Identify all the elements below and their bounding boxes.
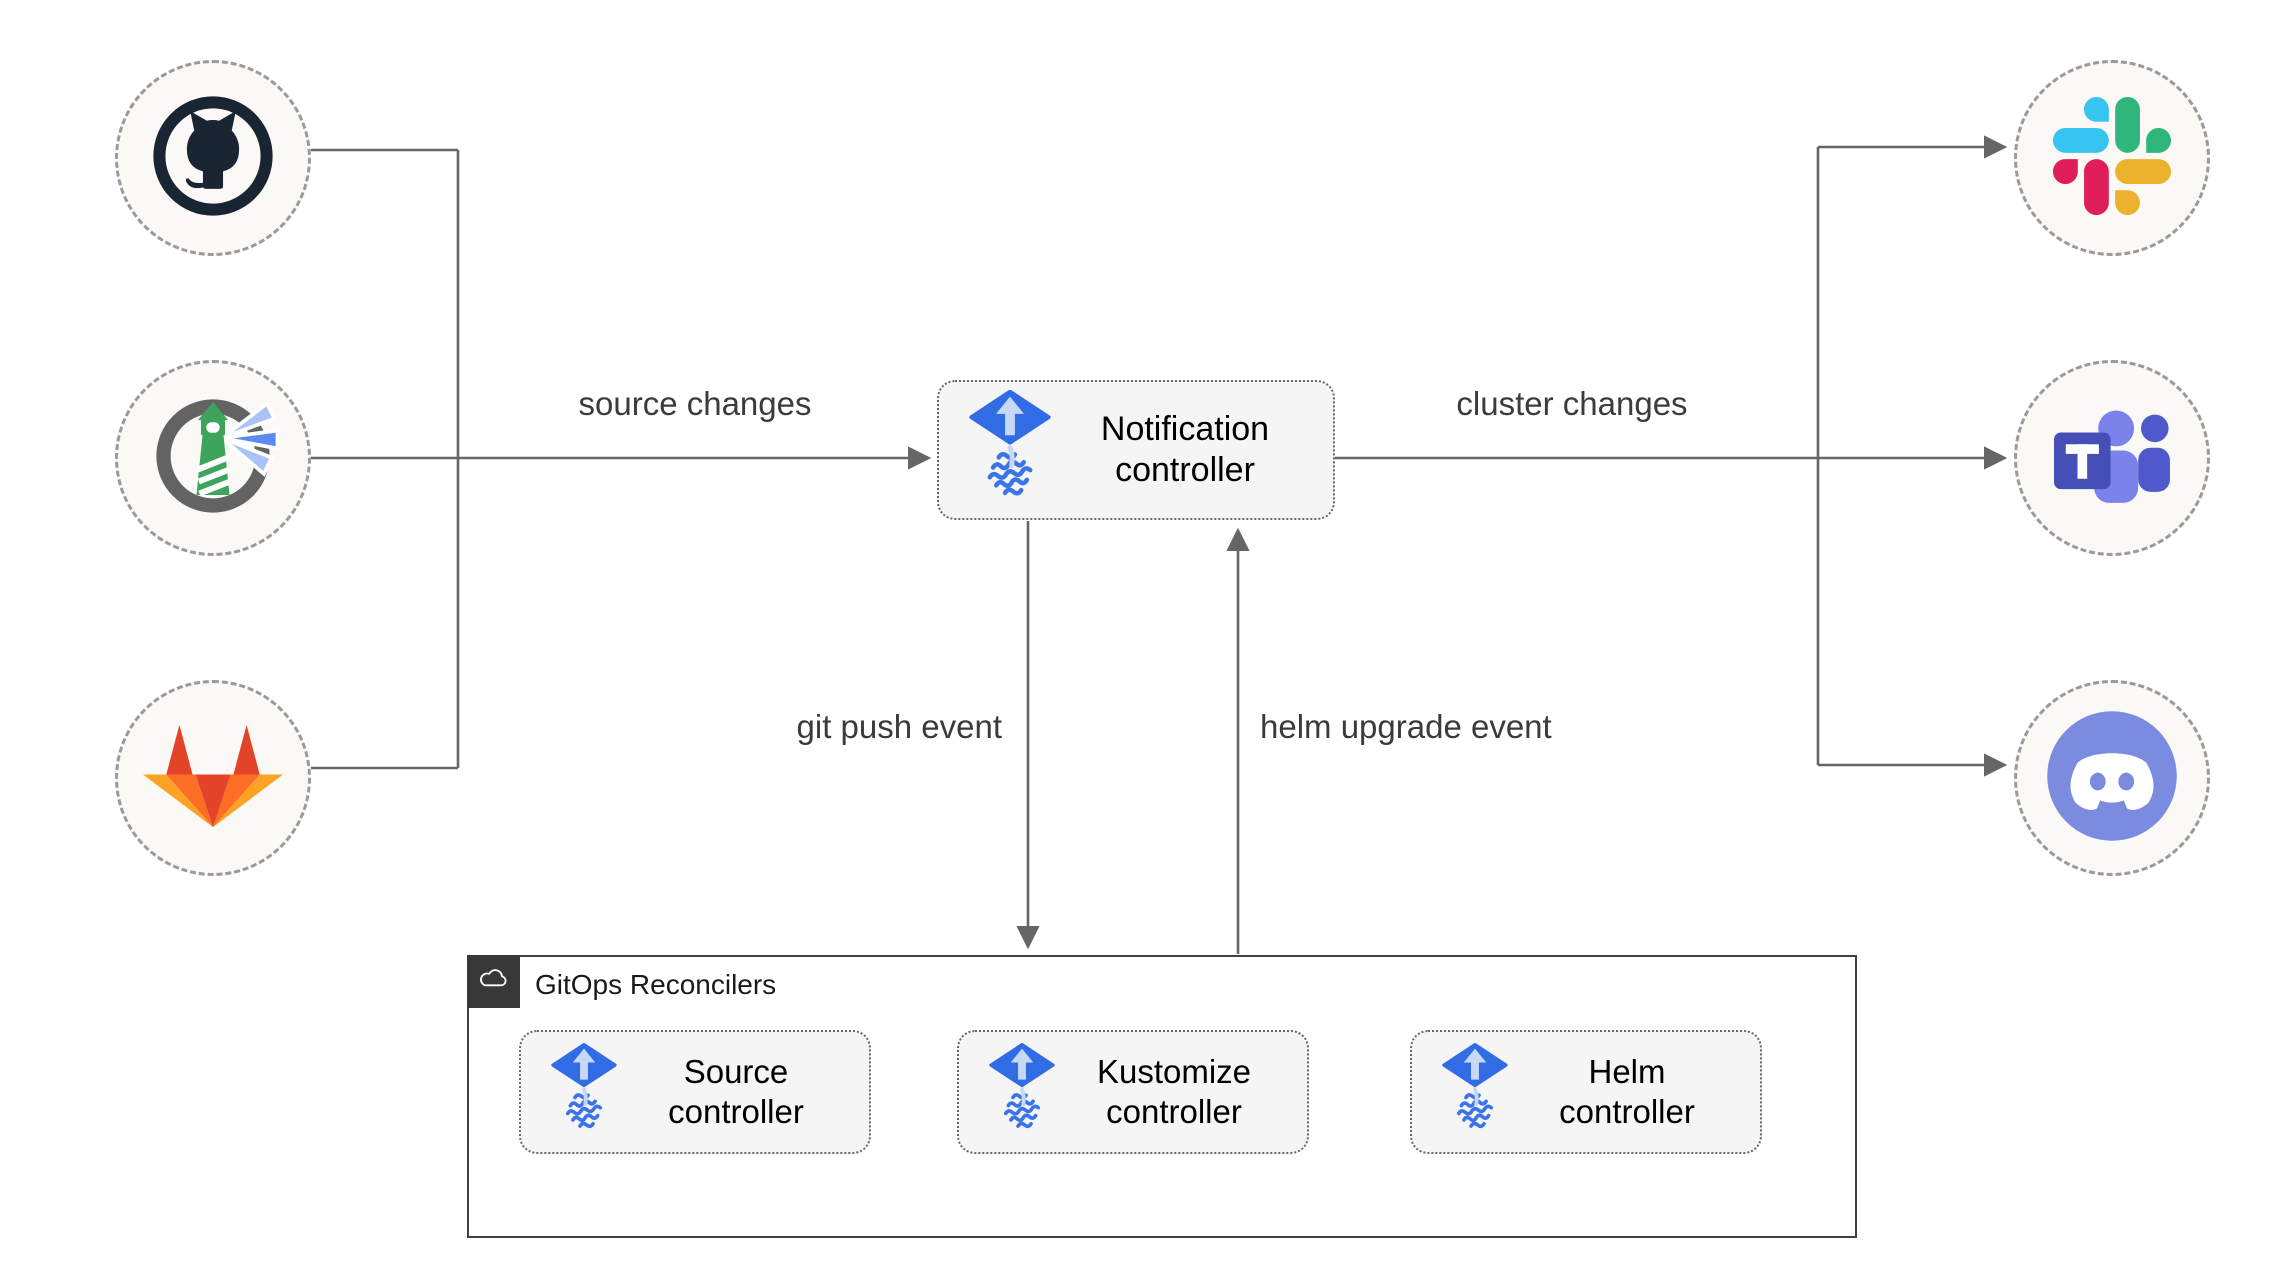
label-git-push-event: git push event	[796, 708, 1002, 745]
source-controller-label: Source controller	[668, 1052, 804, 1130]
cloud-icon	[475, 961, 511, 1002]
node-notification-controller: Notification controller	[937, 380, 1335, 520]
flux-icon	[989, 1042, 1055, 1141]
node-discord	[2014, 680, 2210, 876]
notification-controller-label: Notification controller	[1100, 409, 1270, 489]
gitops-reconcilers-title: GitOps Reconcilers	[535, 969, 777, 1000]
flux-icon	[969, 389, 1051, 510]
label-helm-upgrade-event: helm upgrade event	[1260, 708, 1552, 745]
node-gitlab	[115, 680, 311, 876]
node-harbor	[115, 360, 311, 556]
gitops-reconcilers-container: GitOps Reconcilers Source contr	[466, 954, 1857, 1238]
gitlab-icon	[140, 713, 286, 844]
label-source-changes: source changes	[578, 385, 812, 422]
flux-icon	[1442, 1042, 1508, 1141]
kustomize-controller-label: Kustomize controller	[1096, 1052, 1252, 1130]
node-teams	[2014, 360, 2210, 556]
teams-icon	[2043, 387, 2181, 530]
flux-icon	[551, 1042, 617, 1141]
node-helm-controller: Helm controller	[1410, 1030, 1762, 1154]
node-github	[115, 60, 311, 256]
harbor-icon	[138, 381, 288, 536]
helm-controller-label: Helm controller	[1559, 1052, 1695, 1130]
node-slack	[2014, 60, 2210, 256]
discord-icon	[2033, 697, 2191, 860]
container-badge	[466, 954, 520, 1008]
label-cluster-changes: cluster changes	[1456, 385, 1688, 422]
github-icon	[146, 89, 280, 228]
slack-icon	[2053, 96, 2171, 220]
node-source-controller: Source controller	[519, 1030, 871, 1154]
node-kustomize-controller: Kustomize controller	[957, 1030, 1309, 1154]
